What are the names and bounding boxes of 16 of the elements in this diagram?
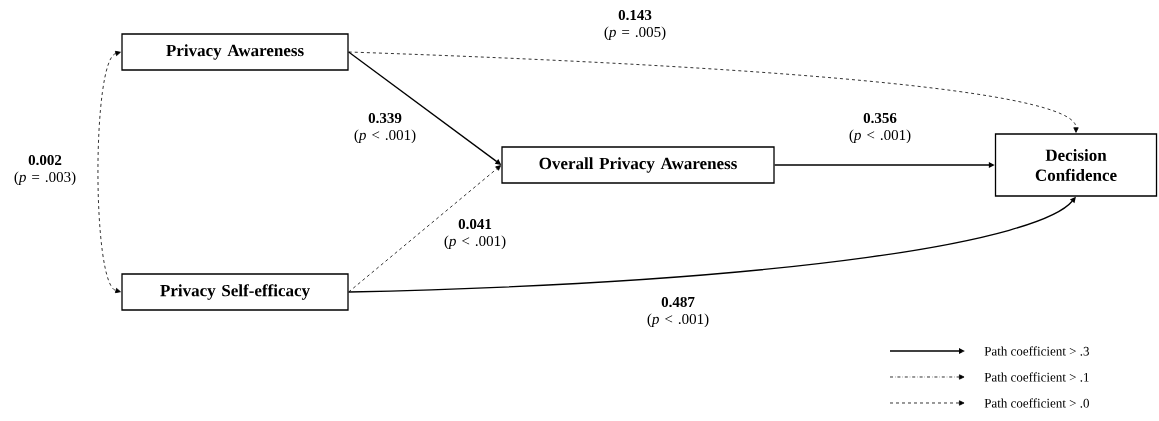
arrow [348,165,501,293]
variable-box: Overall Privacy Awareness [501,146,775,184]
edge-label: 0.041 (p < .001) [444,218,506,250]
edge-label: 0.487 (p < .001) [647,296,709,328]
arrow [348,51,1079,133]
legend-label: Path coefficient > .0 [984,398,1089,408]
legend-label: Path coefficient > .3 [984,346,1089,356]
edge-label: 0.143 (p = .005) [604,9,666,41]
arrow [97,50,121,294]
variable-box: Privacy Self-efficacy [121,273,349,311]
variable-box: Privacy Awareness [121,33,349,71]
edge-label: 0.339 (p < .001) [354,112,416,144]
legend-label: Path coefficient > .1 [984,372,1089,382]
edge-label: 0.002 (p = .003) [14,154,76,186]
variable-box: Decision Confidence [994,133,1158,197]
edge-label: 0.356 (p < .001) [849,112,911,144]
